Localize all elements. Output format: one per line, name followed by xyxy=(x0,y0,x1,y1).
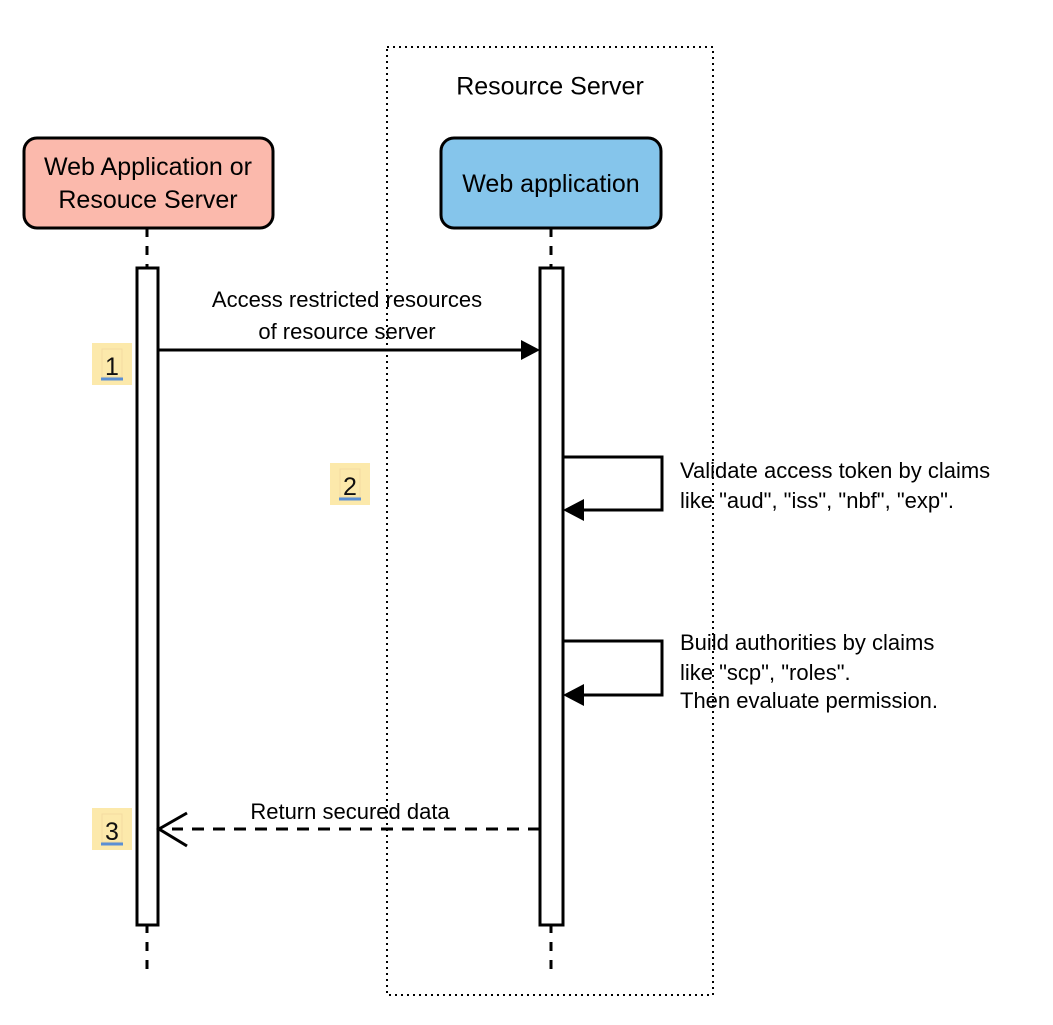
message-1-arrowhead xyxy=(521,340,540,360)
resource-server-boundary-label: Resource Server xyxy=(456,73,644,101)
message-2-group: Validate access token by claims like "au… xyxy=(563,455,990,521)
message-2-label-line1: Validate access token by claims xyxy=(680,458,990,483)
message-3-group: Build authorities by claims like "scp", … xyxy=(563,630,938,713)
participant-client-label-line1: Web Application or xyxy=(44,153,252,181)
message-3-self-loop xyxy=(563,639,664,697)
message-4-label: Return secured data xyxy=(250,799,450,824)
participant-client-label-line2: Resouce Server xyxy=(58,186,237,214)
message-4-arrowhead xyxy=(156,811,188,848)
server-activation-bar xyxy=(538,266,565,927)
step-badge-3-inner-outline xyxy=(101,813,123,843)
participant-client-box[interactable] xyxy=(22,136,275,230)
step-badge-1-inner-outline xyxy=(101,348,123,378)
step-badge-3-label: 3 xyxy=(105,818,119,846)
step-badge-1[interactable]: 1 xyxy=(92,343,132,385)
message-2-self-loop xyxy=(563,455,664,512)
message-3-label-line3: Then evaluate permission. xyxy=(680,688,938,713)
step-badge-1-label: 1 xyxy=(105,353,119,381)
message-1-label-line2: of resource server xyxy=(258,319,435,344)
step-badge-3[interactable]: 3 xyxy=(92,808,132,850)
message-1-group: Access restricted resources of resource … xyxy=(158,287,540,360)
message-3-label-line1: Build authorities by claims xyxy=(680,630,934,655)
participant-server-label: Web application xyxy=(462,170,639,198)
participant-server-box[interactable] xyxy=(439,136,663,230)
message-2-label-line2: like "aud", "iss", "nbf", "exp". xyxy=(680,488,954,513)
message-3-label-line2: like "scp", "roles". xyxy=(680,660,851,685)
resource-server-boundary-box xyxy=(386,46,714,996)
message-1-label-line1: Access restricted resources xyxy=(212,287,482,312)
step-badge-2[interactable]: 2 xyxy=(330,463,370,505)
message-3-arrowhead xyxy=(563,684,584,706)
message-2-arrowhead xyxy=(563,499,584,521)
message-4-group: Return secured data xyxy=(156,799,540,848)
step-badge-2-inner-outline xyxy=(339,468,361,498)
step-badge-2-label: 2 xyxy=(343,473,357,501)
client-activation-bar xyxy=(135,266,160,927)
